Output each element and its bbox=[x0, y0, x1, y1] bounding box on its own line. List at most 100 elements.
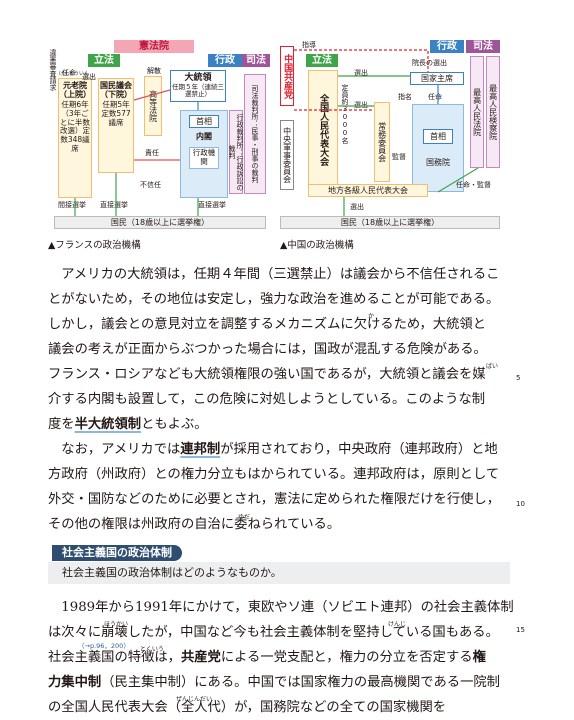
china-citizens: 国民（18歳以上に選挙権） bbox=[280, 216, 500, 229]
france-election-label: 選出 bbox=[82, 73, 96, 81]
senate-ruby: げんろういん bbox=[59, 71, 90, 77]
text: ともよぶ。 bbox=[141, 417, 208, 432]
france-senate: 元老院（上院） 任期6年（3年ごとに半数改選）定数348議席 bbox=[58, 78, 92, 198]
body-line: 1989年から1991年にかけて，東欧やソ連（ソビエト連邦）の社会主義体制 bbox=[48, 600, 514, 615]
body-line: フランス・ロシアなども大統領権限の強い国であるが，大統領と議会を媒 bbox=[48, 367, 486, 382]
france-diagram: 憲法院 立法 行政 司法 違憲審査請求 任命 げんろういん 元老院（上院） 任期… bbox=[48, 40, 270, 232]
body-paragraph-3: 1989年から1991年にかけて，東欧やソ連（ソビエト連邦）の社会主義体制 は次… bbox=[48, 595, 514, 720]
text: による一党支配と，権力の分立を否定する bbox=[220, 650, 473, 665]
china-election-3: 選出 bbox=[350, 203, 364, 211]
china-vice-elect: 院長の選出 bbox=[412, 59, 447, 67]
china-state-chair: 国家主席 bbox=[410, 72, 464, 85]
france-judicial-tag: 司法 bbox=[242, 54, 270, 67]
china-party: 中国共産党 bbox=[280, 46, 294, 106]
france-responsibility-label: 責任 bbox=[145, 149, 159, 157]
china-npc: 全国人民代表大会 bbox=[308, 70, 338, 190]
body-line: 社会主義国の特徴は，共産党による一党支配と，権力の分立を否定する権 bbox=[48, 645, 510, 670]
body-line: 介する内閣も設置して，この危険に対処しようとしている。このような制 bbox=[48, 392, 486, 407]
france-admin-court: 行政裁判所：行政訴訟の裁判 bbox=[228, 110, 244, 194]
china-appoint-supervise: 任命・監督 bbox=[456, 181, 491, 189]
china-court: 最高人民法院 bbox=[470, 56, 484, 168]
china-cmc: 中央軍事委員会 bbox=[280, 120, 294, 190]
ruby-houkai: ほうかい bbox=[104, 621, 129, 628]
china-diagram: 中国共産党 指導 立法 行政 司法 中央軍事委員会 全国人民代表大会 定員約30… bbox=[278, 40, 504, 232]
france-legislative-tag: 立法 bbox=[88, 54, 120, 67]
china-council-label: 国務院 bbox=[426, 158, 450, 167]
line-number-15: 15 bbox=[516, 626, 525, 634]
section-title: 社会主義国の政治体制 bbox=[52, 545, 182, 561]
president-name: 大統領 bbox=[184, 73, 212, 84]
ruby-zenjin: ぜんじんだい bbox=[176, 696, 213, 703]
body-line: とがないため，その地位は安定し，強力な政治を進めることが可能である。 bbox=[48, 292, 500, 307]
ref-link[interactable]: （→p.96，200） bbox=[78, 642, 130, 650]
ruby-kenji: けんじ bbox=[388, 621, 407, 628]
body-line: 議会の考えが正面からぶつかった場合には，国政が混乱する危険がある。 bbox=[48, 342, 487, 357]
france-cabinet: 首相 内閣 行政機関 bbox=[180, 110, 228, 198]
ruby-yuda: ゆだ bbox=[238, 514, 251, 521]
france-no-confidence-label: 不信任 bbox=[140, 181, 161, 189]
china-appoint: 任命 bbox=[428, 93, 442, 101]
france-caption: ▲フランスの政治機構 bbox=[48, 240, 141, 251]
section-question: 社会主義国の政治体制はどのようなものか。 bbox=[48, 562, 510, 584]
china-legislative-tag: 立法 bbox=[306, 54, 338, 67]
france-cabinet-label: 内閣 bbox=[196, 132, 212, 142]
france-citizens: 国民（18歳以上に選挙権） bbox=[54, 216, 266, 229]
line-number-5: 5 bbox=[516, 374, 521, 382]
term-federalism: 連邦制 bbox=[180, 442, 221, 457]
body-paragraph-1: アメリカの大統領は，任期４年間（三選禁止）は議会から不信任されるこ とがないため… bbox=[48, 262, 510, 537]
france-indirect-election: 間接選挙 bbox=[58, 201, 86, 209]
senate-term: 任期6年（3年ごとに半数改選）定数348議席 bbox=[60, 100, 90, 153]
france-judicial-court: 司法裁判所：民事・刑事の裁判 bbox=[244, 74, 266, 194]
body-line: しかし，議会との意見対立を調整するメカニズムに欠けるため，大統領と bbox=[48, 317, 486, 332]
france-admin: 行政機関 bbox=[189, 147, 219, 169]
france-constitutional-council: 憲法院 bbox=[114, 40, 194, 53]
china-nominate: 指名 bbox=[398, 93, 412, 101]
china-election-2: 選出 bbox=[354, 101, 368, 109]
text: （民主集中制）にある。中国では国家権力の最高機関である一院制 bbox=[101, 675, 500, 690]
text: なお，アメリカでは bbox=[48, 442, 181, 457]
china-council: 首相 国務院 bbox=[412, 104, 464, 192]
france-pm: 首相 bbox=[189, 115, 219, 129]
assembly-name: 国民議会（下院） bbox=[100, 81, 132, 100]
body-line: の全国人民代表大会（全人代）が，国務院などの全ての国家機関を bbox=[48, 700, 447, 715]
china-caption: ▲中国の政治機構 bbox=[280, 240, 354, 251]
ruby-ka: か bbox=[368, 313, 375, 320]
france-executive-tag: 行政 bbox=[208, 54, 242, 67]
france-appointment-label-1: 任命 bbox=[62, 69, 76, 77]
body-line: 方政府（州政府）との権力分立もはかられている。連邦政府は，原則として bbox=[48, 467, 500, 482]
china-local: 地方各級人民代表大会 bbox=[308, 184, 428, 197]
china-executive-tag: 行政 bbox=[430, 40, 464, 53]
body-line: アメリカの大統領は，任期４年間（三選禁止）は議会から不信任されるこ bbox=[48, 267, 500, 282]
senate-name: 元老院（上院） bbox=[59, 81, 91, 100]
body-line: 力集中制（民主集中制）にある。中国では国家権力の最高機関である一院制 bbox=[48, 670, 510, 695]
ruby-bai: ばい bbox=[486, 363, 499, 370]
term-power-concentration-1: 権 bbox=[472, 650, 486, 665]
china-supervise-1: 監督 bbox=[392, 153, 406, 161]
text: が採用されており，中央政府（連邦政府）と地 bbox=[220, 442, 498, 457]
china-guidance-label: 指導 bbox=[302, 41, 316, 49]
ruby-tokuiu: とくいう bbox=[140, 646, 164, 653]
section-header: 社会主義国の政治体制 社会主義国の政治体制はどのようなものか。 bbox=[48, 545, 510, 587]
president-term: 任期５年（連続三選禁止） bbox=[172, 82, 224, 99]
body-line: は次々に崩壊したが，中国など今も社会主義体制を堅持している国もある。 bbox=[48, 625, 499, 640]
france-assembly: 国民議会（下院） 任期5年定数577議席 bbox=[98, 78, 134, 173]
term-communist-party: 共産党 bbox=[180, 650, 221, 665]
term-semi-presidential: 半大統領制 bbox=[74, 417, 142, 432]
france-arrows bbox=[74, 89, 199, 216]
body-line: 外交・国防などのために必要とされ，憲法に定められた権限だけを行使し， bbox=[48, 492, 501, 507]
china-procuratorate: 最高人民検察院 bbox=[486, 56, 500, 168]
france-dissolution-label: 解散 bbox=[147, 67, 161, 75]
line-number-10: 10 bbox=[516, 500, 525, 508]
france-direct-election-1: 直接選挙 bbox=[100, 201, 128, 209]
china-arrows bbox=[294, 49, 479, 216]
china-election-1: 選出 bbox=[354, 69, 368, 77]
france-referral-label: 違憲審査請求 bbox=[49, 48, 58, 91]
body-line: その他の権限は州政府の自治に委ねられている。 bbox=[48, 517, 341, 532]
china-judicial-tag: 司法 bbox=[466, 40, 500, 53]
france-president: 大統領 任期５年（連続三選禁止） bbox=[170, 70, 226, 102]
text: 社会主義国の特徴は， bbox=[48, 650, 181, 665]
text: 度を bbox=[48, 417, 75, 432]
body-line: なお，アメリカでは連邦制が採用されており，中央政府（連邦政府）と地 bbox=[48, 437, 510, 462]
china-standing: 常務委員会 bbox=[374, 102, 390, 182]
assembly-term: 任期5年定数577議席 bbox=[101, 100, 131, 127]
